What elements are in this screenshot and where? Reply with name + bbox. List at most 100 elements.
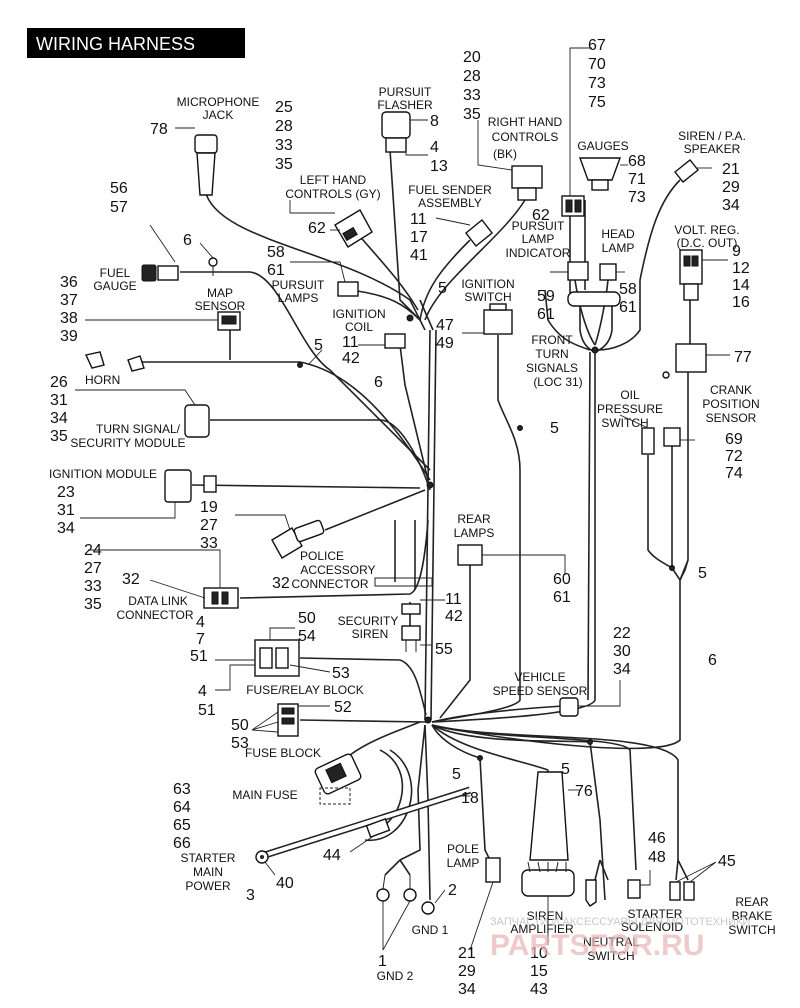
label-left-hand-controls-2: CONTROLS (GY) — [285, 187, 380, 201]
ref-5-e: 5 — [452, 766, 461, 783]
label-crank-position-1: CRANK — [710, 383, 752, 397]
label-pole-lamp-1: POLE — [447, 842, 479, 856]
ref-51b: 51 — [198, 702, 216, 719]
label-rear-brake-switch-3: SWITCH — [728, 923, 775, 937]
ref-5-d: 5 — [698, 565, 707, 582]
ref-40: 40 — [276, 875, 294, 892]
ref-35c: 35 — [50, 428, 68, 445]
ref-17: 17 — [410, 229, 428, 246]
label-pursuit-flasher-2: FLASHER — [377, 98, 433, 112]
ref-43: 43 — [530, 981, 548, 998]
label-rear-lamps-2: LAMPS — [454, 526, 495, 540]
label-turn-signal-module-1: TURN SIGNAL/ — [96, 422, 181, 436]
ref-6-c: 6 — [708, 652, 717, 669]
ref-35: 35 — [275, 156, 293, 173]
label-pursuit-lamp-indicator-2: LAMP — [522, 232, 555, 246]
label-siren-amplifier-1: SIREN — [527, 909, 564, 923]
ref-29b: 29 — [458, 963, 476, 980]
ref-30: 30 — [613, 643, 631, 660]
ref-42-siren: 42 — [445, 608, 463, 625]
ref-5-a: 5 — [438, 280, 447, 297]
ignition-switch-icon — [483, 303, 513, 335]
ref-75: 75 — [588, 94, 606, 111]
ref-70: 70 — [588, 56, 606, 73]
ref-25: 25 — [275, 99, 293, 116]
ref-32-left: 32 — [122, 571, 140, 588]
data-link-connector-icon — [203, 587, 239, 609]
ref-62-left: 62 — [308, 220, 326, 237]
ref-58: 58 — [267, 244, 285, 261]
label-turn-signal-module-2: SECURITY MODULE — [70, 436, 185, 450]
reference-numbers: 78 25 28 33 35 20 28 33 35 67 70 73 75 8… — [50, 37, 752, 998]
ref-51: 51 — [190, 648, 208, 665]
label-crank-position-2: POSITION — [702, 397, 759, 411]
ref-11-siren: 11 — [445, 591, 462, 608]
ref-56: 56 — [110, 180, 128, 197]
voltage-regulator-connector-icon — [679, 249, 703, 301]
oil-pressure-switch-icon — [641, 427, 655, 455]
ref-39: 39 — [60, 328, 78, 345]
label-starter-solenoid-2: SOLENOID — [621, 920, 683, 934]
label-ignition-switch-2: SWITCH — [464, 290, 511, 304]
fuse-relay-block-icon — [254, 639, 300, 677]
ref-8: 8 — [430, 113, 439, 130]
ref-23: 23 — [57, 484, 75, 501]
label-right-hand-controls-1: RIGHT HAND — [488, 115, 563, 129]
ref-5-b: 5 — [314, 337, 323, 354]
ref-15: 15 — [530, 963, 548, 980]
pursuit-lamp-indicator-icon — [561, 195, 585, 217]
label-neutral-switch-1: NEUTRAL — [583, 935, 639, 949]
ref-64: 64 — [173, 799, 191, 816]
vehicle-speed-sensor-icon — [559, 697, 579, 717]
ref-21b: 21 — [458, 945, 476, 962]
label-gnd2: GND 2 — [377, 969, 414, 983]
ref-4b: 4 — [196, 614, 205, 631]
ref-4: 4 — [430, 139, 439, 156]
ref-35d: 35 — [84, 596, 102, 613]
label-rear-brake-switch-1: REAR — [735, 895, 769, 909]
title-box — [27, 28, 245, 58]
label-starter-solenoid-1: STARTER — [628, 907, 683, 921]
label-right-hand-controls-3: (BK) — [493, 147, 517, 161]
ref-78: 78 — [150, 121, 168, 138]
head-lamp-connector-icon — [567, 261, 621, 307]
ref-61c: 61 — [619, 299, 637, 316]
label-main-fuse: MAIN FUSE — [232, 788, 297, 802]
crank-sensor-connector-icon — [663, 427, 681, 447]
label-starter-main-power-2: MAIN — [193, 865, 223, 879]
label-pursuit-lamps-2: LAMPS — [278, 291, 319, 305]
label-police-accessory-3: CONNECTOR — [291, 577, 368, 591]
ref-5-f: 5 — [561, 761, 570, 778]
ref-31b: 31 — [57, 502, 75, 519]
ref-52: 52 — [334, 699, 352, 716]
watermark-logo: PARTSFOR.RU — [490, 929, 704, 962]
label-rear-lamps-1: REAR — [457, 512, 491, 526]
label-front-turn-signals-2: TURN — [535, 347, 568, 361]
label-fuel-gauge-2: GAUGE — [93, 279, 136, 293]
label-data-link-1: DATA LINK — [128, 594, 188, 608]
ref-24: 24 — [84, 542, 102, 559]
ignition-module-icon — [164, 469, 217, 503]
label-fuel-sender-2: ASSEMBLY — [418, 196, 482, 210]
ref-50: 50 — [298, 610, 316, 627]
label-volt-reg-2: (D.C. OUT) — [677, 236, 738, 250]
label-horn: HORN — [85, 373, 120, 387]
ref-28: 28 — [275, 118, 293, 135]
ref-7: 7 — [196, 631, 205, 648]
ref-35b: 35 — [463, 106, 481, 123]
ref-22: 22 — [613, 625, 631, 642]
turn-signal-security-module-icon — [184, 404, 210, 438]
ref-6-b: 6 — [374, 374, 383, 391]
diagram-title: WIRING HARNESS — [36, 34, 195, 54]
label-map-sensor-2: SENSOR — [195, 299, 246, 313]
ref-68: 68 — [628, 153, 646, 170]
ref-65: 65 — [173, 817, 191, 834]
ignition-coil-connector-icon — [384, 333, 406, 349]
ref-73c: 73 — [628, 189, 646, 206]
label-crank-position-3: SENSOR — [706, 411, 757, 425]
ref-9: 9 — [732, 243, 741, 260]
ref-62-right: 62 — [532, 207, 550, 224]
ref-6-top: 6 — [183, 232, 192, 249]
label-microphone-jack-2: JACK — [203, 108, 234, 122]
label-right-hand-controls-2: CONTROLS — [492, 130, 559, 144]
